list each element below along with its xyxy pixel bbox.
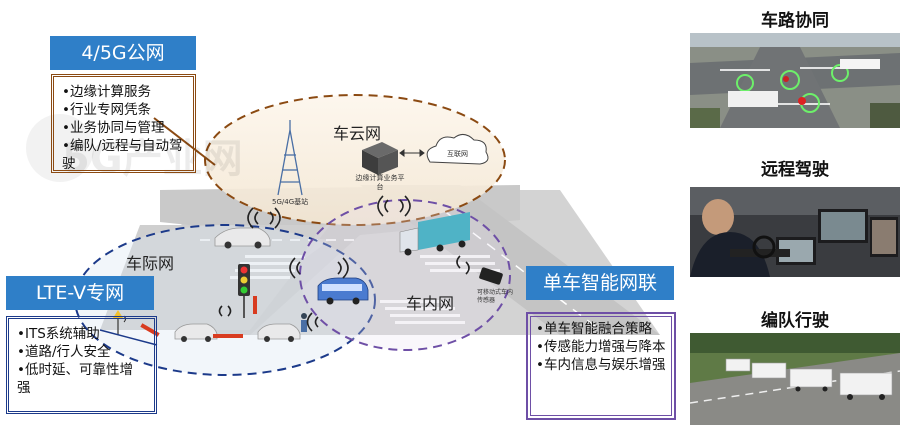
feature-item: •编队/远程与自动驾驶 bbox=[62, 138, 183, 172]
internet-cloud-icon bbox=[426, 134, 489, 165]
base-station-label: 5G/4G基站 bbox=[272, 198, 309, 206]
signal-icon bbox=[218, 305, 232, 317]
feature-item: •边缘计算服务 bbox=[62, 84, 151, 100]
feature-item: •ITS系统辅助 bbox=[17, 326, 100, 342]
single-vehicle-feature-box: •单车智能融合策略 •传感能力增强与降本 •车内信息与娱乐增强 bbox=[526, 312, 676, 420]
distance-marker bbox=[253, 296, 257, 314]
sensor-label: 可移动式车内传感器 bbox=[477, 289, 514, 304]
signal-icon bbox=[289, 257, 349, 279]
signal-icon bbox=[247, 207, 281, 229]
cloud-net-ellipse bbox=[204, 94, 506, 226]
feature-item: •传感能力增强与降本 bbox=[536, 339, 666, 355]
photo-title-v2x: 车路协同 bbox=[761, 11, 829, 31]
g45-network-title: 4/5G公网 bbox=[50, 36, 196, 70]
internet-label: 互联网 bbox=[447, 150, 468, 158]
traffic-light-icon bbox=[238, 264, 250, 318]
feature-item: •行业专网凭条 bbox=[62, 102, 151, 118]
feature-item: •道路/行人安全 bbox=[17, 344, 111, 360]
connector-line bbox=[99, 329, 158, 346]
car-icon bbox=[174, 323, 218, 342]
photo-remote-driving bbox=[690, 187, 900, 277]
photo-v2x bbox=[690, 33, 900, 128]
in-vehicle-net-ellipse bbox=[299, 199, 511, 351]
truck-icon bbox=[399, 212, 470, 256]
in-vehicle-net-label: 车内网 bbox=[406, 294, 455, 313]
photo-title-remote: 远程驾驶 bbox=[761, 160, 829, 180]
bus-icon bbox=[317, 277, 369, 305]
distance-marker bbox=[213, 334, 243, 338]
car-icon bbox=[257, 323, 301, 342]
feature-item: •单车智能融合策略 bbox=[536, 321, 652, 337]
photo-platooning bbox=[690, 333, 900, 425]
watermark-text: 5G产业网 bbox=[62, 136, 243, 182]
g45-feature-box: •边缘计算服务 •行业专网凭条 •业务协同与管理 •编队/远程与自动驾驶 bbox=[51, 74, 196, 173]
feature-item: •业务协同与管理 bbox=[62, 120, 165, 136]
connector-line bbox=[153, 117, 216, 166]
car-icon bbox=[214, 227, 271, 249]
feature-item: •低时延、可靠性增强 bbox=[17, 362, 133, 396]
base-station-icon bbox=[277, 120, 303, 196]
photo-title-platoon: 编队行驶 bbox=[761, 311, 829, 331]
server-icon bbox=[362, 142, 398, 175]
watermark bbox=[26, 114, 94, 182]
ltev-network-title: LTE-V专网 bbox=[6, 276, 154, 310]
pedestrian-icon bbox=[301, 313, 307, 332]
link-arrow-icon bbox=[399, 149, 425, 157]
cloud-net-label: 车云网 bbox=[333, 124, 382, 143]
phone-icon bbox=[479, 267, 503, 285]
vehicle-net-label: 车际网 bbox=[126, 254, 175, 273]
ltev-feature-box: •ITS系统辅助 •道路/行人安全 •低时延、可靠性增强 bbox=[6, 316, 157, 414]
single-vehicle-title: 单车智能网联 bbox=[526, 266, 674, 300]
signal-icon bbox=[377, 195, 411, 217]
signal-icon bbox=[306, 312, 319, 332]
feature-item: •车内信息与娱乐增强 bbox=[536, 357, 666, 373]
signal-icon bbox=[456, 255, 470, 275]
edge-platform-label: 边缘计算业务平台 bbox=[355, 174, 405, 191]
